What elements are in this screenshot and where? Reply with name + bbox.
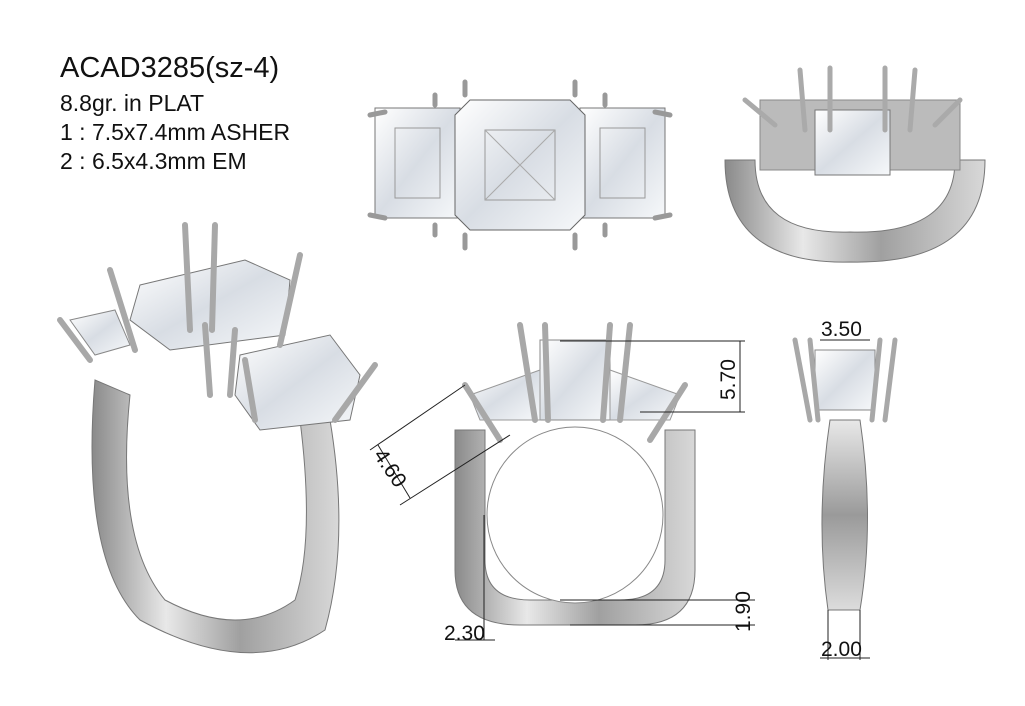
dim-shank-thickness: 1.90 (732, 591, 755, 632)
perspective-top-right (724, 65, 986, 263)
dim-side-bottom-width: 2.00 (821, 638, 862, 661)
side-view (792, 337, 898, 611)
perspective-left (57, 222, 378, 654)
side-stone-spec: 2 : 6.5x4.3mm EM (60, 148, 247, 174)
center-stone-spec: 1 : 7.5x7.4mm ASHER (60, 119, 291, 145)
front-view (454, 322, 696, 626)
dim-shank-width: 2.30 (444, 622, 485, 645)
metal-weight: 8.8gr. in PLAT (60, 90, 205, 116)
model-title: ACAD3285(sz-4) (60, 52, 280, 84)
dim-top-width: 3.50 (821, 318, 862, 341)
dim-side-stone-offset: 4.60 (369, 445, 411, 492)
dimension-lines (369, 339, 870, 660)
dim-center-height: 5.70 (717, 359, 740, 400)
top-view (367, 79, 673, 251)
